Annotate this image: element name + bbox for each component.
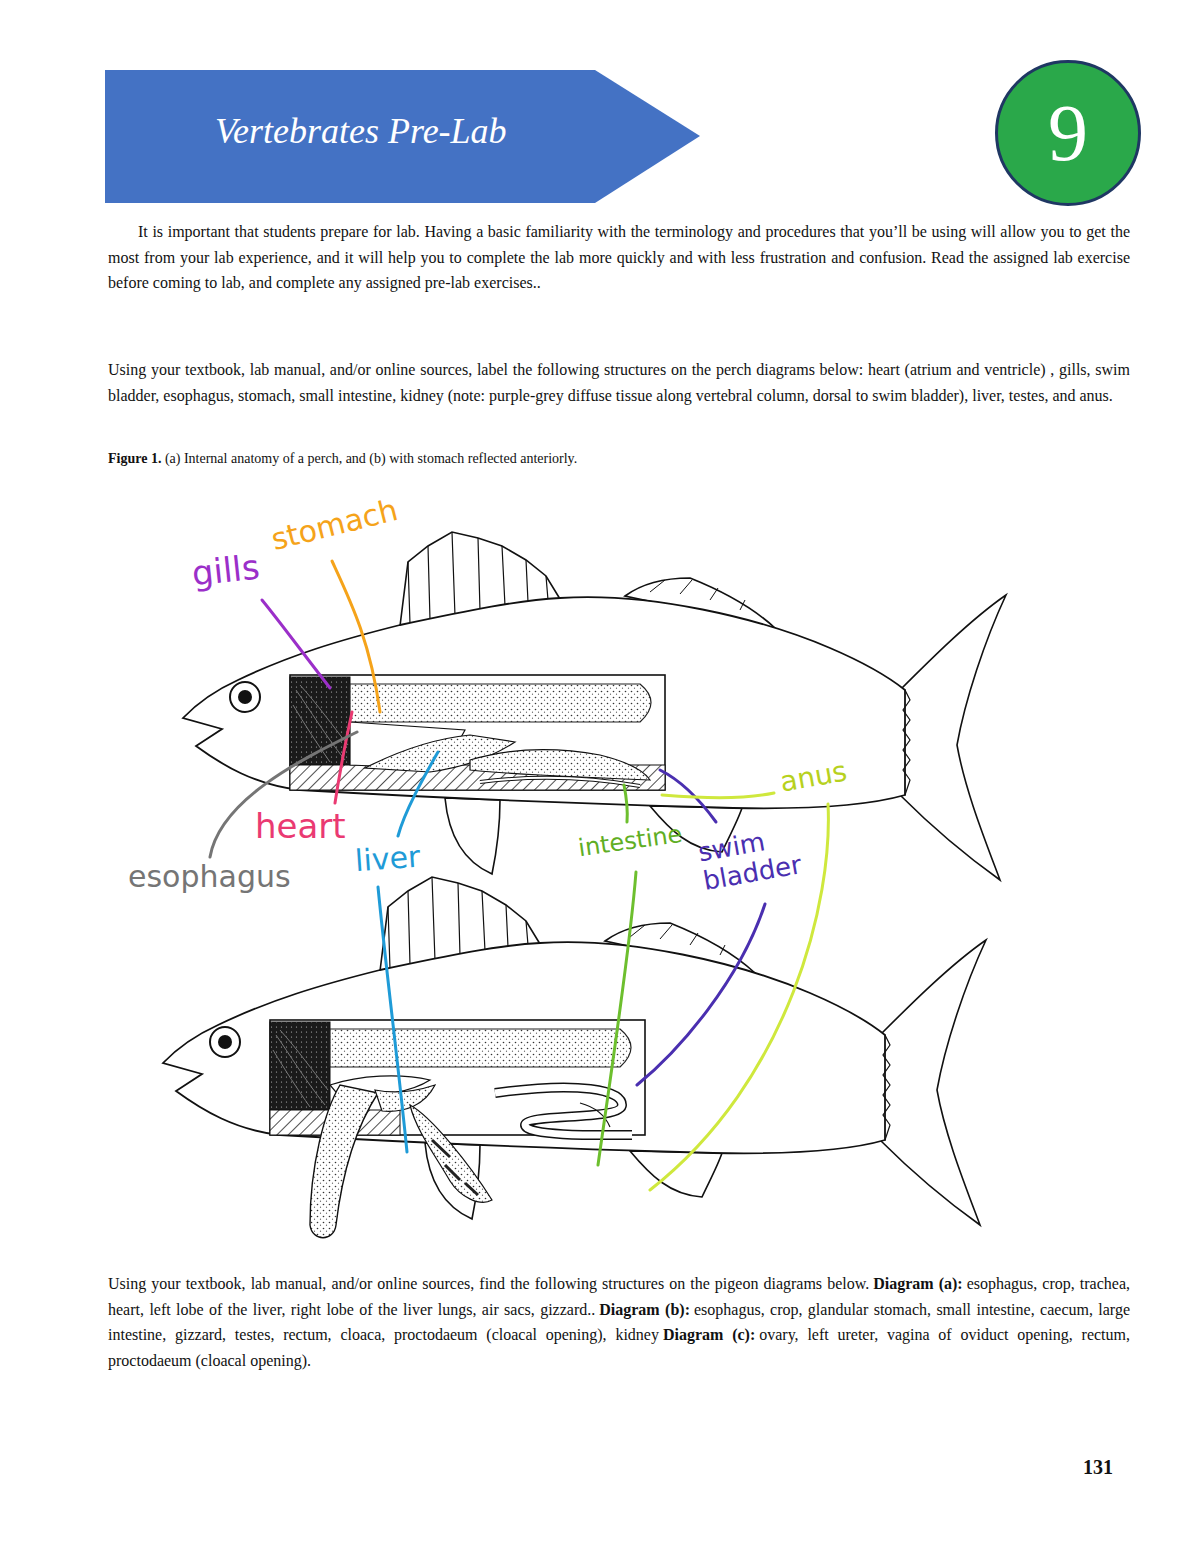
leader-lines <box>210 732 357 857</box>
leader-lines <box>598 872 636 1165</box>
chapter-number-circle: 9 <box>995 60 1141 206</box>
perch-drawing-b <box>163 877 986 1238</box>
perch-drawing-a <box>480 778 640 786</box>
handwritten-label: esophagus <box>128 860 291 893</box>
bold-lead: Diagram (a): <box>873 1275 962 1292</box>
leader-lines <box>210 561 828 1190</box>
page-title: Vertebrates Pre-Lab <box>215 110 507 152</box>
perch-drawing-b <box>375 1085 435 1111</box>
leader-lines <box>398 752 438 836</box>
perch-drawing-b <box>163 877 986 1225</box>
leader-lines <box>332 561 380 712</box>
title-banner <box>105 70 700 203</box>
handwritten-label: intestine <box>577 821 684 862</box>
leader-lines <box>650 804 828 1190</box>
body-text: Using your textbook, lab manual, and/or … <box>108 1275 869 1292</box>
intro-paragraph: It is important that students prepare fo… <box>108 219 1130 296</box>
perch-drawing-b <box>410 1105 492 1202</box>
leader-lines <box>662 793 774 798</box>
chapter-number: 9 <box>1048 93 1088 173</box>
handwritten-label: stomach <box>268 493 401 556</box>
body-text: Using your textbook, lab manual, and/or … <box>108 361 1130 404</box>
figure-caption: Figure 1. (a) Internal anatomy of a perch… <box>108 449 1130 469</box>
leader-lines <box>637 904 765 1085</box>
bold-lead: Figure 1. <box>108 451 161 466</box>
pigeon-instruction-paragraph: Using your textbook, lab manual, and/or … <box>108 1271 1130 1373</box>
leader-lines <box>624 785 627 822</box>
perch-drawing-b <box>432 1140 478 1195</box>
perch-drawing-a <box>183 532 1006 880</box>
perch-drawing-a <box>470 750 650 780</box>
instruction-paragraph: Using your textbook, lab manual, and/or … <box>108 357 1130 408</box>
perch-drawing-b <box>310 1085 378 1238</box>
leader-lines <box>378 887 407 1152</box>
body-text: It is important that students prepare fo… <box>108 223 1130 291</box>
perch-drawing-b <box>495 1087 632 1135</box>
body-text: (a) Internal anatomy of a perch, and (b)… <box>165 451 577 466</box>
bold-lead: Diagram (b): <box>599 1301 690 1318</box>
handwritten-label: heart <box>255 808 346 845</box>
handwritten-label: gills <box>190 549 261 593</box>
handwritten-label: liver <box>354 840 421 877</box>
leader-lines <box>262 600 330 688</box>
perch-drawing-b <box>495 1087 632 1135</box>
perch-drawing-a <box>183 532 1006 880</box>
bold-lead: Diagram (c): <box>663 1326 755 1343</box>
leader-lines <box>335 712 352 803</box>
perch-drawing-a <box>480 778 640 786</box>
page-number: 131 <box>1083 1456 1113 1479</box>
